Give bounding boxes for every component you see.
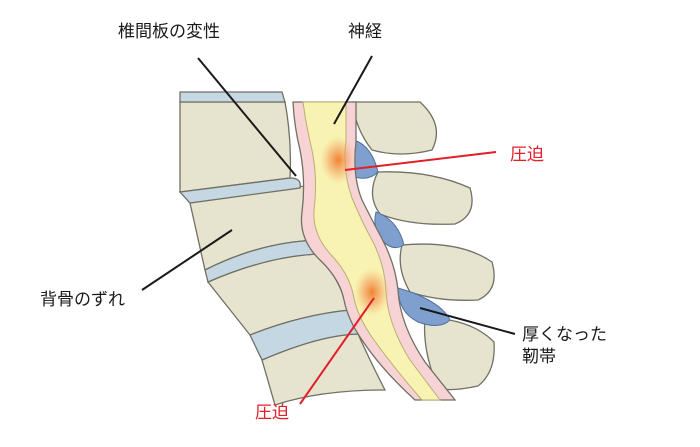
top-disc xyxy=(179,91,286,103)
leader-compression-upper xyxy=(344,151,497,171)
label-nerve: 神経 xyxy=(348,22,382,42)
label-spinal-slip: 背骨のずれ xyxy=(40,290,125,310)
compression-glow-lower xyxy=(354,268,390,316)
label-thickened-ligament-line2: 靭帯 xyxy=(522,347,556,368)
label-compression-upper: 圧迫 xyxy=(510,145,544,165)
label-thickened-ligament: 厚くなった 靭帯 xyxy=(522,324,607,368)
spinous-process-4 xyxy=(423,317,495,391)
ligament-lower-thickened xyxy=(397,287,451,326)
leader-compression-lower xyxy=(299,297,375,405)
spinous-process-1 xyxy=(351,101,438,155)
leader-nerve xyxy=(333,55,373,125)
leader-lines xyxy=(141,55,516,405)
leader-disc xyxy=(197,57,297,177)
vertebra-1 xyxy=(179,101,292,193)
label-compression-lower: 圧迫 xyxy=(255,403,289,423)
vertebral-bodies xyxy=(179,101,387,406)
posterior-elements xyxy=(351,101,495,391)
label-disc-degeneration: 椎間板の変性 xyxy=(118,22,220,42)
spinous-process-2 xyxy=(371,171,473,225)
disc-1 xyxy=(178,177,301,204)
compression-glow-upper xyxy=(320,136,356,184)
leader-slip xyxy=(141,229,233,291)
label-thickened-ligament-line1: 厚くなった xyxy=(522,325,607,345)
spinous-process-3 xyxy=(399,243,495,301)
leader-ligament xyxy=(419,307,516,335)
